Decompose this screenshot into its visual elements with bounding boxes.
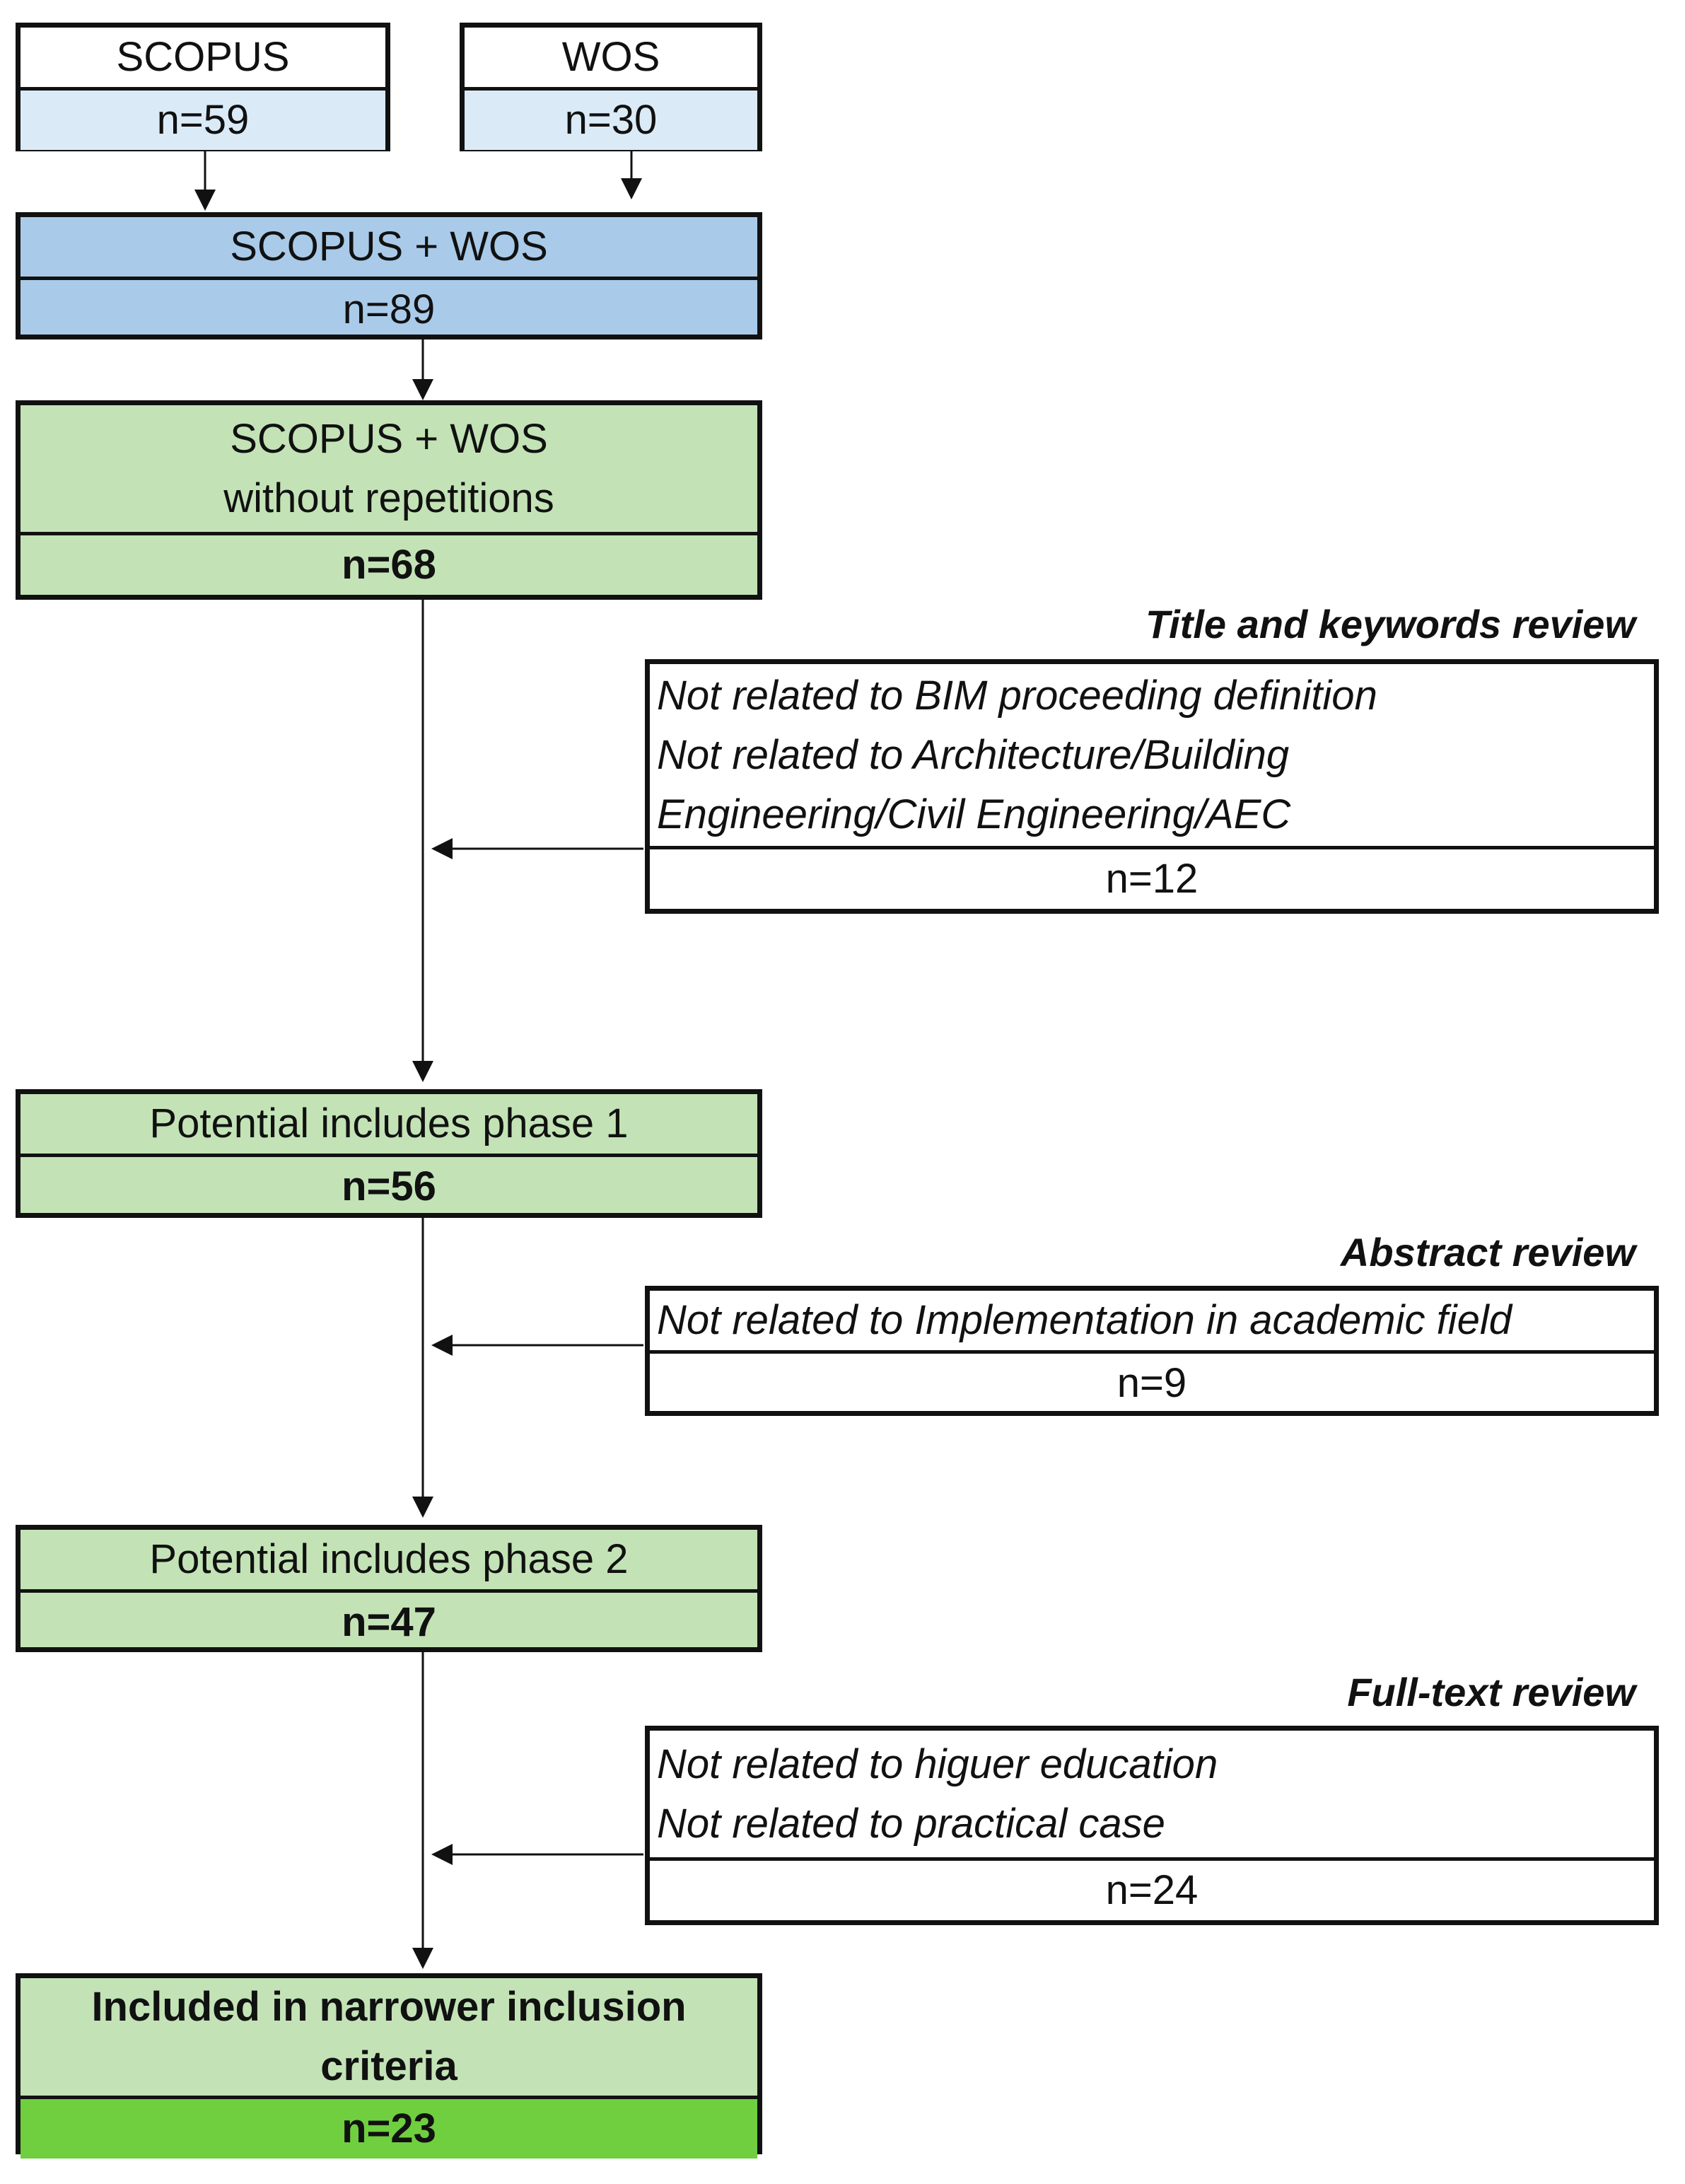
exclusion-2-count: n=9 <box>650 1350 1654 1413</box>
dedup-label: SCOPUS + WOS without repetitions <box>21 405 757 532</box>
final-label-line1: Included in narrower inclusion <box>91 1984 687 2030</box>
scopus-count: n=59 <box>21 87 385 150</box>
exclusion-2-reasons: Not related to Implementation in academi… <box>650 1291 1654 1350</box>
exclusion-1-title: Title and keywords review <box>1145 602 1636 646</box>
combined-box: SCOPUS + WOS n=89 <box>16 212 762 339</box>
wos-box: WOS n=30 <box>460 23 762 151</box>
scopus-box: SCOPUS n=59 <box>16 23 390 151</box>
exclusion-3-title: Full-text review <box>1347 1670 1636 1714</box>
final-label-line2: criteria <box>320 2043 457 2089</box>
exclusion-1-reason-2: Not related to Architecture/Building <box>657 731 1290 778</box>
dedup-label-line1: SCOPUS + WOS <box>230 415 548 462</box>
phase2-label: Potential includes phase 2 <box>149 1536 629 1582</box>
exclusion-1-reason-3: Engineering/Civil Engineering/AEC <box>657 791 1291 837</box>
exclusion-1-box: Not related to BIM proceeding definition… <box>645 659 1659 914</box>
exclusion-3-reason-1: Not related to higuer education <box>657 1741 1218 1787</box>
wos-label: WOS <box>465 28 757 87</box>
phase1-box: Potential includes phase 1 n=56 <box>16 1089 762 1218</box>
exclusion-2-reason-1: Not related to Implementation in academi… <box>657 1297 1512 1343</box>
final-box: Included in narrower inclusion criteria … <box>16 1973 762 2159</box>
phase1-count: n=56 <box>21 1154 757 1216</box>
phase2-box: Potential includes phase 2 n=47 <box>16 1525 762 1652</box>
dedup-count: n=68 <box>21 532 757 595</box>
exclusion-3-reasons: Not related to higuer education Not rela… <box>650 1731 1654 1857</box>
phase2-count: n=47 <box>21 1589 757 1652</box>
exclusion-3-box: Not related to higuer education Not rela… <box>645 1726 1659 1925</box>
exclusion-1-count: n=12 <box>650 846 1654 909</box>
scopus-label: SCOPUS <box>21 28 385 87</box>
phase1-label: Potential includes phase 1 <box>149 1100 629 1146</box>
exclusion-1-reason-1: Not related to BIM proceeding definition <box>657 672 1377 719</box>
final-count: n=23 <box>21 2096 757 2159</box>
exclusion-2-box: Not related to Implementation in academi… <box>645 1286 1659 1416</box>
dedup-label-line2: without repetitions <box>223 475 554 521</box>
exclusion-1-reasons: Not related to BIM proceeding definition… <box>650 664 1654 846</box>
wos-count: n=30 <box>465 87 757 150</box>
exclusion-3-reason-2: Not related to practical case <box>657 1800 1165 1847</box>
dedup-box: SCOPUS + WOS without repetitions n=68 <box>16 400 762 600</box>
combined-label: SCOPUS + WOS <box>230 223 548 269</box>
combined-count: n=89 <box>21 277 757 339</box>
exclusion-3-count: n=24 <box>650 1857 1654 1920</box>
exclusion-2-title: Abstract review <box>1340 1230 1636 1274</box>
final-label: Included in narrower inclusion criteria <box>21 1978 757 2096</box>
